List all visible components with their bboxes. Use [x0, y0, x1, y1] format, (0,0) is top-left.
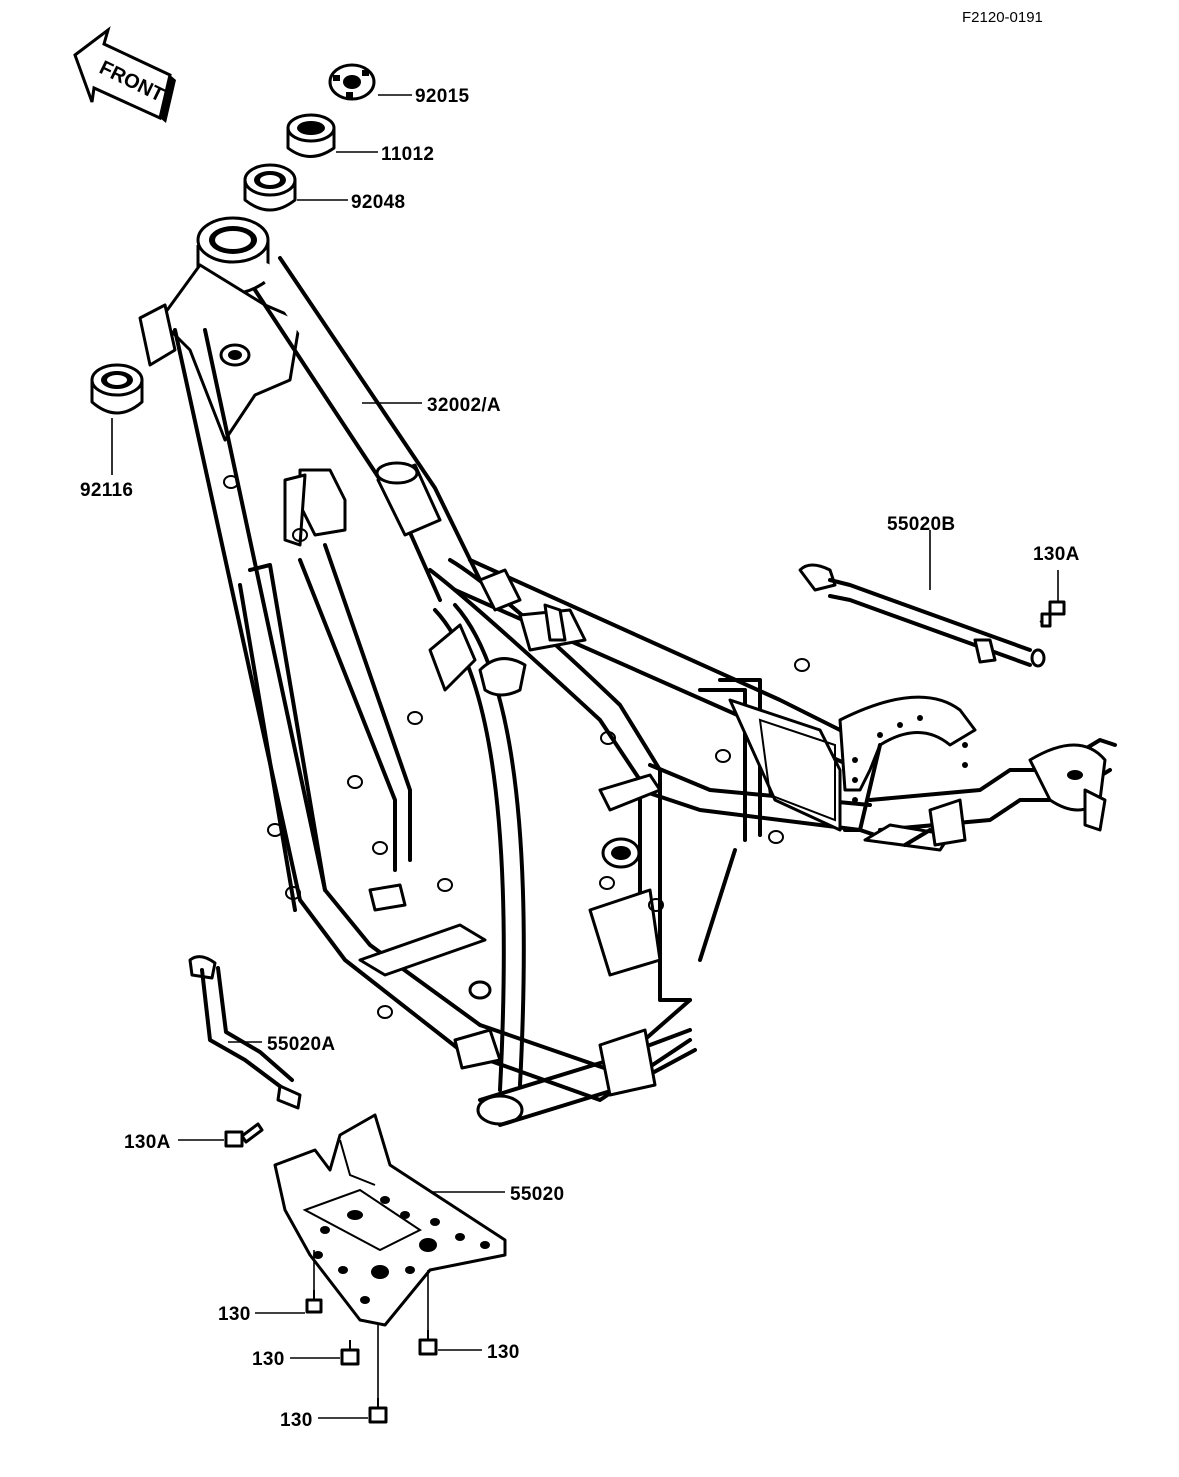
- part-label-11012: 11012: [381, 144, 434, 165]
- bearing-cap-part: [286, 113, 336, 158]
- skid-plate-holes: [313, 1196, 490, 1304]
- front-stay-bar-part: [188, 955, 302, 1110]
- bolt-130a-left-part: [224, 1122, 264, 1148]
- bolt-130-c-part: [418, 1330, 438, 1356]
- part-label-130-c: 130: [487, 1342, 520, 1363]
- part-label-32002: 32002/A: [427, 395, 501, 416]
- part-label-130A-left: 130A: [124, 1132, 171, 1153]
- main-frame-part: [138, 216, 1117, 1127]
- part-label-55020A: 55020A: [267, 1034, 335, 1055]
- upper-bearing-part: [243, 163, 297, 212]
- part-label-92015: 92015: [415, 86, 469, 107]
- bracket-holes: [852, 715, 968, 803]
- skid-plate-part: [273, 1113, 507, 1327]
- part-label-130A-right: 130A: [1033, 544, 1080, 565]
- part-label-130-a: 130: [218, 1304, 251, 1325]
- lower-bearing-part: [90, 363, 144, 415]
- part-label-92048: 92048: [351, 192, 405, 213]
- rear-stay-bar-part: [798, 563, 1046, 668]
- bolt-130-b-part: [340, 1340, 360, 1366]
- front-arrow-icon: FRONT: [73, 26, 176, 123]
- frame-mount-holes: [223, 475, 810, 1019]
- bolt-130-a-part: [305, 1290, 323, 1314]
- part-label-55020B: 55020B: [887, 514, 955, 535]
- part-label-55020: 55020: [510, 1184, 564, 1205]
- diagram-code: F2120-0191: [962, 9, 1043, 26]
- part-label-92116: 92116: [80, 480, 133, 501]
- bolt-130-d-part: [368, 1398, 388, 1424]
- part-label-130-b: 130: [252, 1349, 285, 1370]
- bolt-130a-right-part: [1039, 600, 1066, 628]
- stem-nut-part: [328, 63, 376, 101]
- part-label-130-d: 130: [280, 1410, 313, 1431]
